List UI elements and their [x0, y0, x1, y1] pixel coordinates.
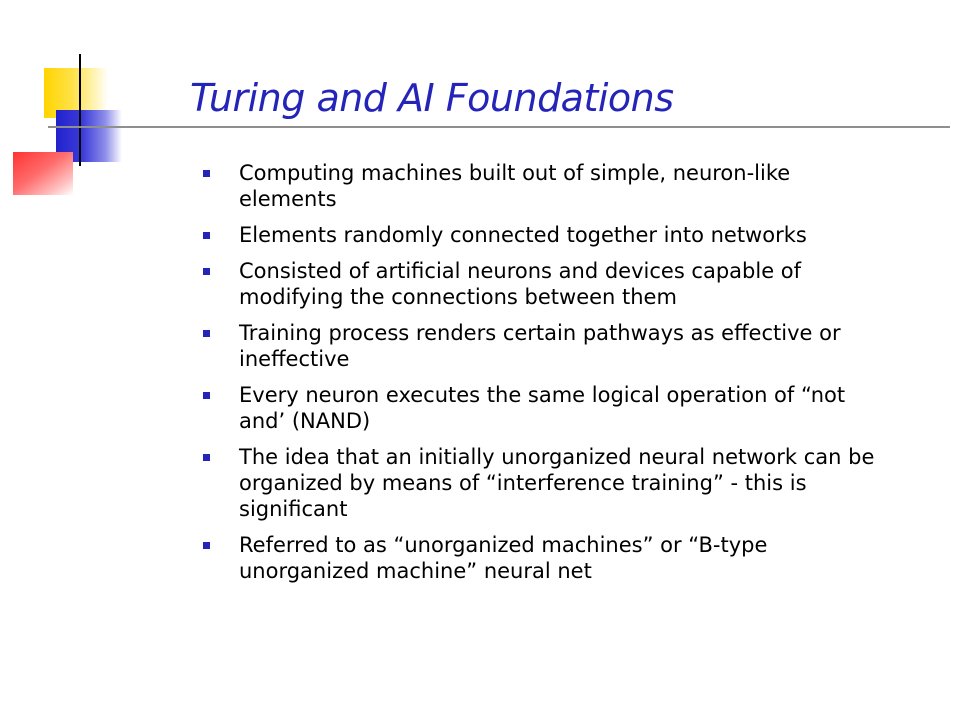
bullet-text: The idea that an initially unorganized n…: [239, 445, 875, 521]
decorative-vertical-line: [79, 54, 81, 166]
bullet-text: Elements randomly connected together int…: [239, 223, 807, 247]
square-bullet-icon: [203, 392, 210, 399]
bullet-item: Referred to as “unorganized machines” or…: [200, 532, 890, 584]
bullet-item: Consisted of artificial neurons and devi…: [200, 258, 890, 310]
bullet-item: Elements randomly connected together int…: [200, 222, 890, 248]
title-underline-rule: [48, 126, 950, 128]
bullet-text: Computing machines built out of simple, …: [239, 161, 791, 211]
bullet-item: Every neuron executes the same logical o…: [200, 382, 890, 434]
square-bullet-icon: [203, 170, 210, 177]
bullet-text: Consisted of artificial neurons and devi…: [239, 259, 802, 309]
square-bullet-icon: [203, 454, 210, 461]
bullet-list: Computing machines built out of simple, …: [200, 160, 890, 594]
bullet-text: Training process renders certain pathway…: [239, 321, 841, 371]
bullet-item: The idea that an initially unorganized n…: [200, 444, 890, 522]
square-bullet-icon: [203, 542, 210, 549]
bullet-text: Referred to as “unorganized machines” or…: [239, 533, 768, 583]
slide-title: Turing and AI Foundations: [190, 76, 674, 120]
square-bullet-icon: [203, 268, 210, 275]
bullet-item: Training process renders certain pathway…: [200, 320, 890, 372]
bullet-text: Every neuron executes the same logical o…: [239, 383, 846, 433]
square-bullet-icon: [203, 330, 210, 337]
square-bullet-icon: [203, 232, 210, 239]
bullet-item: Computing machines built out of simple, …: [200, 160, 890, 212]
decorative-red-square: [13, 152, 73, 195]
decorative-yellow-square: [44, 68, 108, 118]
